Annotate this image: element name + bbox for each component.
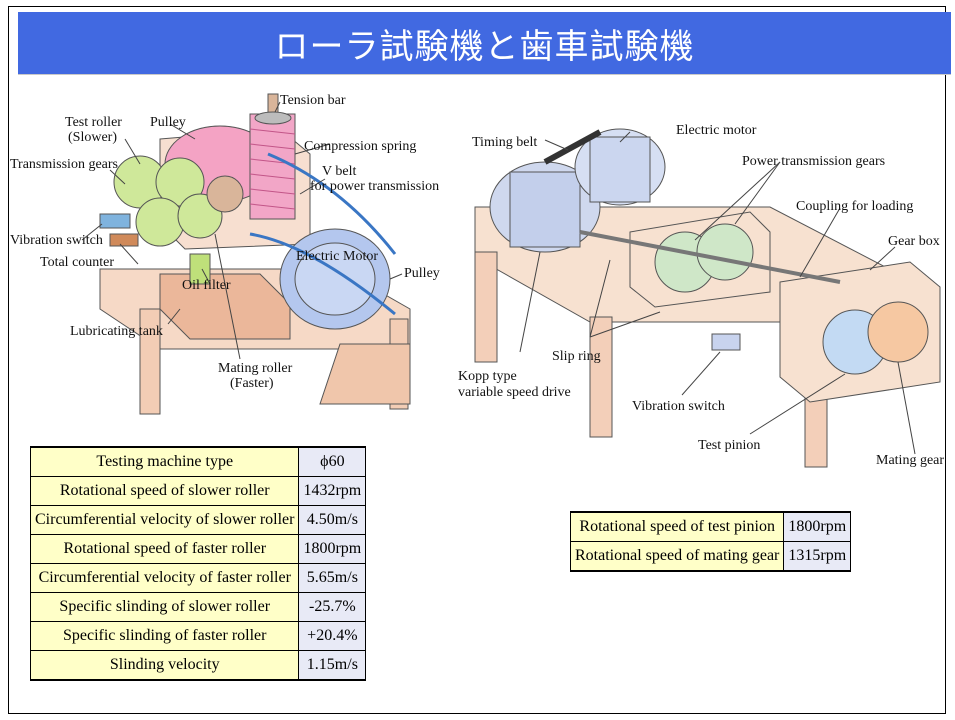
row-label: Slinding velocity (29, 650, 300, 681)
label-power-transmission-gears: Power transmission gears (742, 154, 885, 169)
title-divider (18, 74, 951, 75)
row-label: Rotational speed of slower roller (29, 476, 300, 506)
label-lubricating-tank: Lubricating tank (70, 324, 163, 339)
row-value: -25.7% (298, 592, 367, 622)
row-label: Circumferential velocity of faster rolle… (29, 563, 300, 593)
label-slip-ring: Slip ring (552, 349, 601, 364)
label-mating-gear: Mating gear (876, 453, 944, 468)
label-kopp-type: Kopp type (458, 369, 517, 384)
label-pulley-top: Pulley (150, 115, 186, 130)
label-timing-belt: Timing belt (472, 135, 537, 150)
row-value: 4.50m/s (298, 505, 367, 535)
row-label: Circumferential velocity of slower rolle… (29, 505, 300, 535)
row-label: Rotational speed of test pinion (569, 511, 785, 542)
row-label: Specific slinding of faster roller (29, 621, 300, 651)
label-vibration-switch: Vibration switch (10, 233, 103, 248)
table-row: Circumferential velocity of slower rolle… (29, 505, 367, 535)
roller-testing-machine-diagram: Tension bar Test roller (Slower) Pulley … (10, 93, 440, 415)
label-compression-spring: Compression spring (304, 139, 416, 154)
label-test-roller-sub: (Slower) (68, 130, 117, 145)
label-transmission-gears: Transmission gears (10, 157, 118, 172)
label-electric-motor: Electric motor (676, 123, 757, 138)
label-mating-roller-sub: (Faster) (230, 376, 274, 391)
label-oil-filter: Oil filter (182, 278, 231, 293)
row-value: 1800rpm (298, 534, 367, 564)
row-label: Specific slinding of slower roller (29, 592, 300, 622)
row-label: Testing machine type (29, 446, 300, 477)
label-v-belt-sub: for power transmission (310, 179, 439, 194)
row-label: Rotational speed of faster roller (29, 534, 300, 564)
table-row: Specific slinding of faster roller+20.4% (29, 621, 367, 651)
row-label: Rotational speed of mating gear (569, 541, 785, 572)
label-total-counter: Total counter (40, 255, 114, 270)
label-electric-motor: Electric Motor (296, 249, 378, 264)
row-value: 1432rpm (298, 476, 367, 506)
row-value: 1315rpm (783, 541, 852, 572)
label-gear-box: Gear box (888, 234, 940, 249)
label-test-roller: Test roller (65, 115, 122, 130)
slide-frame (8, 6, 946, 714)
label-pulley-right: Pulley (404, 266, 440, 281)
row-value: +20.4% (298, 621, 367, 651)
label-kopp-type-sub: variable speed drive (458, 385, 571, 400)
slide-title: ローラ試験機と歯車試験機 (274, 26, 695, 67)
label-mating-roller: Mating roller (218, 361, 293, 376)
table-row: Circumferential velocity of faster rolle… (29, 563, 367, 593)
gear-testing-machine-diagram: Timing belt Electric motor Power transmi… (458, 123, 944, 468)
title-bar: ローラ試験機と歯車試験機 (18, 12, 951, 74)
table-row: Specific slinding of slower roller-25.7% (29, 592, 367, 622)
label-vibration-switch: Vibration switch (632, 399, 725, 414)
label-coupling-for-loading: Coupling for loading (796, 199, 913, 214)
row-value: 1800rpm (783, 511, 852, 542)
label-test-pinion: Test pinion (698, 438, 760, 453)
row-value: ϕ60 (298, 446, 367, 477)
label-v-belt: V belt (322, 164, 356, 179)
row-value: 5.65m/s (298, 563, 367, 593)
label-tension-bar: Tension bar (280, 93, 346, 108)
row-value: 1.15m/s (298, 650, 367, 681)
